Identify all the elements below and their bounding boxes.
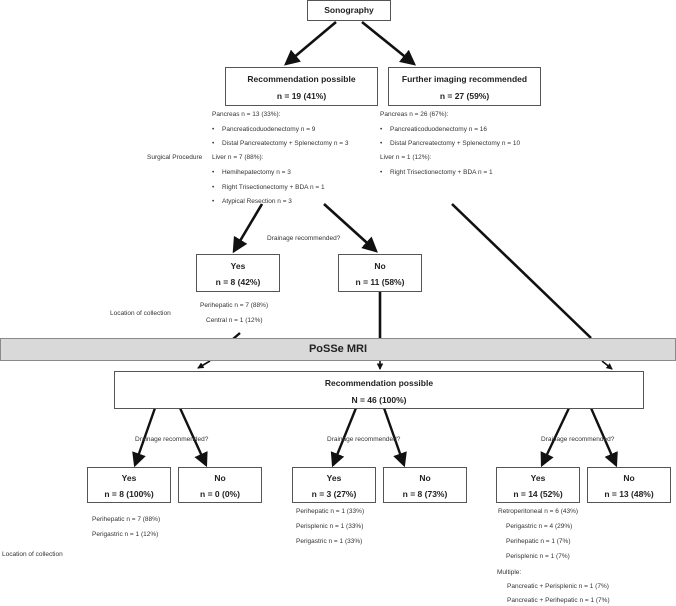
left-pancreas-item-2: Distal Pancreatectomy + Splenectomy n = … bbox=[222, 140, 349, 147]
mri-recommendation-box: Recommendation possible N = 46 (100%) bbox=[114, 371, 644, 409]
posse-mri-bar: PoSSe MRI bbox=[0, 338, 676, 361]
group2-no-count: n = 8 (73%) bbox=[402, 489, 448, 499]
arrow-g1-yes bbox=[132, 407, 157, 468]
arrow-mri-3 bbox=[601, 360, 613, 370]
right-pancreas-bullet-1: • bbox=[380, 126, 383, 133]
right-liver-label: Liver n = 1 (12%): bbox=[380, 154, 432, 161]
mri-location-label: Location of collection bbox=[2, 551, 63, 558]
group2-no-box: No n = 8 (73%) bbox=[383, 467, 467, 503]
left-pancreas-label: Pancreas n = 13 (33%): bbox=[212, 111, 281, 118]
group3-no-count: n = 13 (48%) bbox=[604, 489, 654, 499]
arrow-g2-yes bbox=[330, 407, 358, 468]
group1-yes-box: Yes n = 8 (100%) bbox=[87, 467, 171, 503]
group3-yes-title: Yes bbox=[530, 473, 546, 483]
group2-location-2: Perisplenic n = 1 (33%) bbox=[296, 523, 364, 530]
group1-yes-count: n = 8 (100%) bbox=[104, 489, 154, 499]
arrow-further-mri bbox=[451, 203, 592, 339]
group2-location-3: Perigastric n = 1 (33%) bbox=[296, 538, 363, 545]
right-pancreas-bullet-2: • bbox=[380, 140, 383, 147]
group3-no-box: No n = 13 (48%) bbox=[587, 467, 671, 503]
arrow-left-yes bbox=[232, 203, 264, 254]
group1-drainage-question: Drainage recommended? bbox=[135, 436, 209, 443]
sono-no-title: No bbox=[374, 261, 386, 271]
left-liver-item-2: Right Trisectionectomy + BDA n = 1 bbox=[222, 184, 325, 191]
left-liver-bullet-1: • bbox=[212, 169, 215, 176]
group1-no-title: No bbox=[214, 473, 226, 483]
left-liver-item-3: Atypical Resection n = 3 bbox=[222, 198, 292, 205]
left-pancreas-bullet-2: • bbox=[212, 140, 215, 147]
group1-location-1: Perihepatic n = 7 (88%) bbox=[92, 516, 161, 523]
arrow-sono-right bbox=[361, 20, 417, 66]
group2-no-title: No bbox=[419, 473, 431, 483]
group3-yes-count: n = 14 (52%) bbox=[513, 489, 563, 499]
left-pancreas-item-1: Pancreaticoduodenectomy n = 9 bbox=[222, 126, 316, 133]
further-imaging-box: Further imaging recommended n = 27 (59%) bbox=[388, 67, 541, 106]
group3-multiple-item-1: Pancreatic + Perisplenic n = 1 (7%) bbox=[507, 583, 609, 590]
group3-location-2: Perigastric n = 4 (29%) bbox=[506, 523, 573, 530]
mri-recommendation-count: N = 46 (100%) bbox=[351, 395, 407, 405]
group3-location-4: Perisplenic n = 1 (7%) bbox=[506, 553, 570, 560]
group1-no-count: n = 0 (0%) bbox=[200, 489, 240, 499]
sono-location-2: Central n = 1 (12%) bbox=[206, 317, 263, 324]
sonography-label: Sonography bbox=[324, 5, 374, 15]
group3-multiple-label: Multiple: bbox=[497, 569, 522, 576]
group1-no-box: No n = 0 (0%) bbox=[178, 467, 262, 503]
left-pancreas-bullet-1: • bbox=[212, 126, 215, 133]
sono-no-box: No n = 11 (58%) bbox=[338, 254, 422, 292]
further-imaging-title: Further imaging recommended bbox=[401, 74, 528, 84]
group3-yes-box: Yes n = 14 (52%) bbox=[496, 467, 580, 503]
group3-multiple-item-2: Pancreatic + Perihepatic n = 1 (7%) bbox=[507, 597, 610, 604]
arrow-g3-yes bbox=[540, 407, 571, 468]
sono-yes-box: Yes n = 8 (42%) bbox=[196, 254, 280, 292]
arrow-g2-no bbox=[382, 407, 407, 468]
arrow-g3-no bbox=[589, 407, 618, 468]
recommendation-possible-title: Recommendation possible bbox=[247, 74, 356, 84]
right-liver-bullet-1: • bbox=[380, 169, 383, 176]
left-liver-label: Liver n = 7 (88%): bbox=[212, 154, 264, 161]
group3-no-title: No bbox=[623, 473, 635, 483]
surgical-procedure-label: Surgical Procedure bbox=[147, 154, 203, 161]
sono-location-label: Location of collection bbox=[110, 310, 171, 317]
sono-yes-title: Yes bbox=[230, 261, 246, 271]
left-liver-item-1: Hemihepatectomy n = 3 bbox=[222, 169, 291, 176]
further-imaging-count: n = 27 (59%) bbox=[439, 91, 490, 101]
group3-location-1: Retroperitoneal n = 6 (43%) bbox=[498, 508, 579, 515]
mri-recommendation-title: Recommendation possible bbox=[324, 378, 434, 388]
right-pancreas-item-2: Distal Pancreatectomy + Splenectomy n = … bbox=[390, 140, 521, 147]
group2-location-1: Perihepatic n = 1 (33%) bbox=[296, 508, 365, 515]
sono-no-count: n = 11 (58%) bbox=[355, 277, 405, 287]
right-liver-item-1: Right Trisectionectomy + BDA n = 1 bbox=[390, 169, 493, 176]
group2-drainage-question: Drainage recommended? bbox=[327, 436, 401, 443]
group3-location-3: Perihepatic n = 1 (7%) bbox=[506, 538, 571, 545]
sono-location-1: Perihepatic n = 7 (88%) bbox=[200, 302, 269, 309]
arrow-g1-no bbox=[178, 407, 208, 468]
left-liver-bullet-3: • bbox=[212, 198, 215, 205]
sono-drainage-question: Drainage recommended? bbox=[267, 235, 341, 242]
right-pancreas-item-1: Pancreaticoduodenectomy n = 16 bbox=[390, 126, 488, 133]
sonography-box: Sonography bbox=[307, 0, 391, 21]
recommendation-possible-box: Recommendation possible n = 19 (41%) bbox=[225, 67, 378, 106]
group3-drainage-question: Drainage recommended? bbox=[541, 436, 615, 443]
recommendation-possible-count: n = 19 (41%) bbox=[276, 91, 327, 101]
group2-yes-count: n = 3 (27%) bbox=[311, 489, 357, 499]
group1-yes-title: Yes bbox=[121, 473, 137, 483]
group2-yes-title: Yes bbox=[326, 473, 342, 483]
arrow-sono-left bbox=[284, 21, 337, 66]
left-liver-bullet-2: • bbox=[212, 184, 215, 191]
group2-yes-box: Yes n = 3 (27%) bbox=[292, 467, 376, 503]
group1-location-2: Perigastric n = 1 (12%) bbox=[92, 531, 159, 538]
right-pancreas-label: Pancreas n = 26 (67%): bbox=[380, 111, 449, 118]
sono-yes-count: n = 8 (42%) bbox=[215, 277, 261, 287]
arrow-left-no bbox=[323, 203, 378, 253]
arrow-mri-1 bbox=[197, 360, 211, 369]
